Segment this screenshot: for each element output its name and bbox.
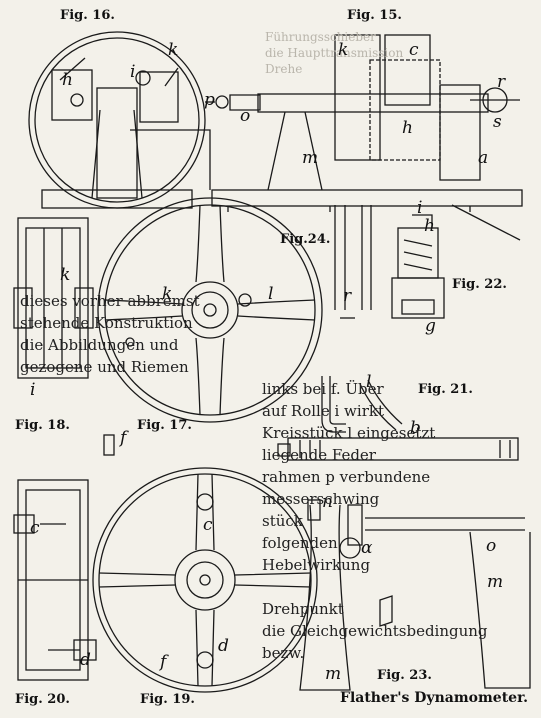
fig17-drawing [97, 197, 323, 423]
label-r: r [343, 286, 352, 306]
label-h: h [402, 118, 413, 138]
body-line: liegende Feder [262, 446, 376, 464]
label-d: d [80, 650, 91, 670]
body-line: messerschwing [262, 490, 380, 508]
label-m: m [487, 572, 504, 592]
label-k: k [60, 265, 71, 285]
label-m: m [325, 664, 342, 684]
body-line: rahmen p verbundene [262, 468, 431, 486]
label-alpha: α [361, 538, 373, 558]
label-f: f [120, 428, 127, 448]
label-c: c [409, 40, 419, 60]
ghost-line: Drehe [265, 62, 303, 76]
caption-fig21: Fig. 21. [418, 382, 473, 397]
ghost-line: die Haupttransmission [265, 46, 404, 60]
body-line: auf Rolle i wirkt [262, 402, 384, 420]
label-a: a [478, 148, 489, 168]
caption-fig22: Fig. 22. [452, 277, 507, 292]
label-h: h [424, 216, 435, 236]
fig23-drawing [277, 437, 531, 691]
label-l: l [366, 372, 372, 392]
caption-fig18: Fig. 18. [15, 418, 70, 433]
label-d: d [218, 636, 229, 656]
plate-title: Flather's Dynamometer. [340, 690, 529, 706]
body-line: gezogene und Riemen [20, 358, 189, 376]
caption-fig16: Fig. 16. [60, 8, 115, 23]
label-m: m [302, 148, 319, 168]
body-line: links bei f. Über [262, 380, 384, 398]
body-line: stehende Konstruktion [20, 314, 193, 332]
label-k: k [162, 284, 173, 304]
label-c: c [30, 518, 40, 538]
caption-fig17: Fig. 17. [137, 418, 192, 433]
label-i: i [130, 62, 136, 82]
fig20-drawing [13, 479, 97, 681]
caption-fig20: Fig. 20. [15, 692, 70, 707]
label-f: f [160, 652, 167, 672]
body-line: bezw. [262, 644, 305, 662]
label-i: i [417, 198, 423, 218]
label-i: i [30, 380, 36, 400]
fig15-drawing [205, 34, 523, 241]
caption-fig23: Fig. 23. [377, 668, 432, 683]
caption-fig24: Fig.24. [280, 232, 331, 247]
body-line: die Abbildungen und [20, 336, 179, 354]
body-line: Hebelwirkung [262, 556, 371, 574]
label-o: o [240, 106, 251, 126]
body-line: dieses vorher abbremst [20, 292, 200, 310]
label-o: o [486, 536, 497, 556]
label-s: s [493, 112, 502, 132]
body-line: Kreisstück l eingesetzt [262, 424, 436, 442]
body-line: stück [262, 512, 303, 530]
label-k: k [168, 40, 179, 60]
label-k: k [338, 40, 349, 60]
label-r: r [497, 72, 506, 92]
fig19-drawing [92, 434, 318, 693]
fig22-drawing [391, 214, 445, 319]
fig21-drawing [321, 376, 403, 433]
fig16-drawing [28, 31, 211, 209]
label-l: l [268, 284, 274, 304]
fig18-drawing [13, 217, 94, 379]
label-g: g [425, 316, 436, 336]
label-b: b [410, 418, 421, 438]
body-line: die Gleichgewichtsbedingung [262, 622, 488, 640]
body-line: Drehpunkt [262, 600, 344, 618]
caption-fig15: Fig. 15. [347, 8, 402, 23]
caption-fig19: Fig. 19. [140, 692, 195, 707]
label-n: n [322, 492, 333, 512]
label-c: c [203, 515, 213, 535]
fig24-drawing [334, 205, 372, 319]
label-p: p [204, 90, 215, 110]
ghost-line: Führungsschieber [265, 30, 376, 44]
body-line: folgenden [262, 534, 338, 552]
label-h: h [62, 70, 73, 90]
